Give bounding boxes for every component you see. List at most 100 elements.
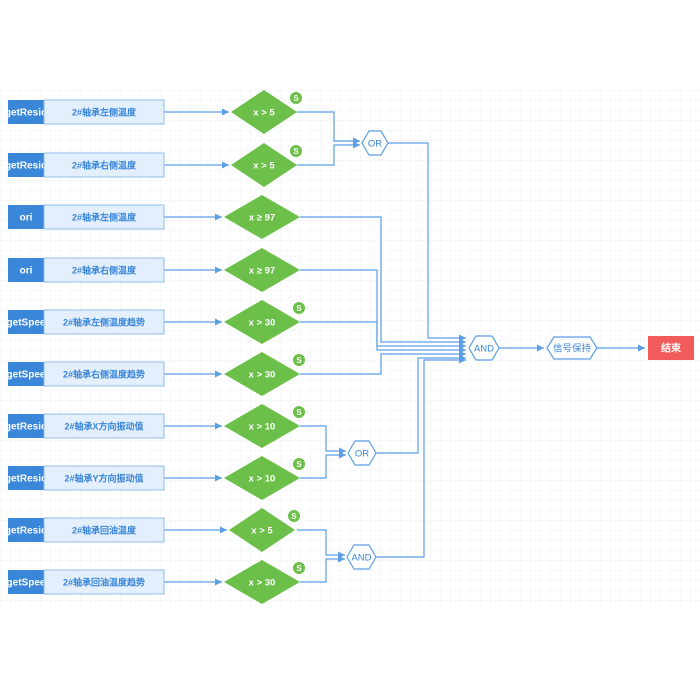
signal-node[interactable]: 2#轴承X方向振动值	[43, 413, 165, 439]
connectors-layer	[164, 108, 645, 586]
signal-node[interactable]: 2#轴承回油温度趋势	[43, 569, 165, 595]
condition-node-label: x > 30	[249, 318, 276, 329]
source-node-label: getResio	[5, 474, 47, 485]
source-node-shape	[8, 362, 44, 386]
status-badge: S	[292, 561, 306, 575]
signal-node[interactable]: 2#轴承右侧温度趋势	[43, 361, 165, 387]
signal-node-label: 2#轴承回油温度	[72, 525, 137, 536]
signal-node-shape	[43, 99, 165, 125]
status-badge-label: S	[293, 94, 299, 103]
source-node[interactable]: getResio	[5, 153, 47, 177]
source-node-label: getResio	[5, 526, 47, 537]
source-node-shape	[8, 258, 44, 282]
condition-node-shape	[224, 352, 300, 396]
source-node[interactable]: ori	[8, 258, 44, 282]
condition-node[interactable]: x > 30	[224, 560, 300, 604]
status-badge-label: S	[296, 564, 302, 573]
source-node[interactable]: getResio	[5, 466, 47, 490]
source-node-shape	[8, 310, 44, 334]
gate-or-1[interactable]: OR	[361, 130, 389, 156]
condition-node[interactable]: x > 5	[231, 143, 297, 187]
source-node[interactable]: getSpee	[7, 570, 46, 594]
signal-node[interactable]: 2#轴承左侧温度趋势	[43, 309, 165, 335]
source-node[interactable]: getSpee	[7, 310, 46, 334]
condition-node[interactable]: x > 10	[224, 456, 300, 500]
signal-node-label: 2#轴承左侧温度	[72, 107, 137, 118]
signal-node-shape	[43, 309, 165, 335]
gate-or-1-label: OR	[368, 139, 382, 150]
signal-node[interactable]: 2#轴承左侧温度	[43, 204, 165, 230]
signal-node-label: 2#轴承右侧温度	[72, 160, 137, 171]
signal-node[interactable]: 2#轴承右侧温度	[43, 257, 165, 283]
condition-node-label: x > 5	[251, 526, 273, 537]
condition-node-shape	[224, 300, 300, 344]
condition-node[interactable]: x > 10	[224, 404, 300, 448]
source-node[interactable]: getResio	[5, 518, 47, 542]
status-badge-circle	[292, 405, 306, 419]
signal-node-shape	[43, 361, 165, 387]
signal-node[interactable]: 2#轴承回油温度	[43, 517, 165, 543]
status-badge-label: S	[296, 304, 302, 313]
condition-node-label: x > 10	[249, 422, 276, 433]
input-row-10: getSpee 2#轴承回油温度趋势 x > 30S	[7, 560, 306, 604]
condition-node[interactable]: x > 5	[229, 508, 295, 552]
end-node-label: 结束	[661, 342, 682, 355]
signal-node-label: 2#轴承右侧温度趋势	[63, 369, 145, 380]
source-node-label: getSpee	[7, 318, 46, 329]
source-node-shape	[8, 414, 44, 438]
end-node[interactable]: 结束	[648, 336, 694, 360]
gate-and-2[interactable]: AND	[346, 544, 377, 570]
connector	[376, 354, 466, 454]
status-badge: S	[292, 405, 306, 419]
end-node-shape	[648, 336, 694, 360]
status-badge: S	[289, 144, 303, 158]
source-node-shape	[8, 153, 44, 177]
source-node[interactable]: getResio	[5, 414, 47, 438]
signal-node-label: 2#轴承回油温度趋势	[63, 577, 145, 588]
gate-and-2-label: AND	[351, 553, 371, 564]
source-node[interactable]: ori	[8, 205, 44, 229]
signal-node-label: 2#轴承右侧温度	[72, 265, 137, 276]
signal-node-label: 2#轴承左侧温度	[72, 212, 137, 223]
signal-node[interactable]: 2#轴承右侧温度	[43, 152, 165, 178]
connector	[300, 216, 466, 346]
condition-node-shape	[224, 560, 300, 604]
connector	[297, 111, 360, 145]
condition-node-label: x > 10	[249, 474, 276, 485]
signal-node-label: 2#轴承X方向振动值	[64, 421, 143, 432]
condition-node[interactable]: x ≥ 97	[224, 248, 300, 292]
connector	[300, 425, 346, 455]
signal-node[interactable]: 2#轴承左侧温度	[43, 99, 165, 125]
source-node[interactable]: getResio	[5, 100, 47, 124]
source-node-label: getResio	[5, 422, 47, 433]
condition-node-label: x > 5	[253, 108, 275, 119]
signal-hold-node[interactable]: 信号保持	[546, 336, 598, 360]
gate-and-main[interactable]: AND	[468, 335, 500, 361]
condition-node[interactable]: x > 5	[231, 90, 297, 134]
signal-node-shape	[43, 257, 165, 283]
status-badge-circle	[292, 353, 306, 367]
condition-node-label: x > 30	[249, 370, 276, 381]
status-badge-label: S	[296, 408, 302, 417]
status-badge-circle	[292, 457, 306, 471]
gate-and-main-shape	[468, 335, 500, 361]
signal-node[interactable]: 2#轴承Y方向振动值	[43, 465, 165, 491]
connector	[376, 356, 466, 558]
signal-node-shape	[43, 152, 165, 178]
condition-node[interactable]: x > 30	[224, 352, 300, 396]
gate-or-2-label: OR	[355, 449, 369, 460]
condition-node[interactable]: x ≥ 97	[224, 195, 300, 239]
source-node-shape	[8, 570, 44, 594]
condition-node[interactable]: x > 30	[224, 300, 300, 344]
gate-or-2[interactable]: OR	[347, 440, 377, 466]
connector	[300, 555, 345, 583]
status-badge-circle	[289, 91, 303, 105]
status-badge-circle	[292, 561, 306, 575]
source-node-label: getSpee	[7, 370, 46, 381]
status-badge: S	[292, 353, 306, 367]
source-node[interactable]: getSpee	[7, 362, 46, 386]
signal-hold-shape	[546, 336, 598, 360]
